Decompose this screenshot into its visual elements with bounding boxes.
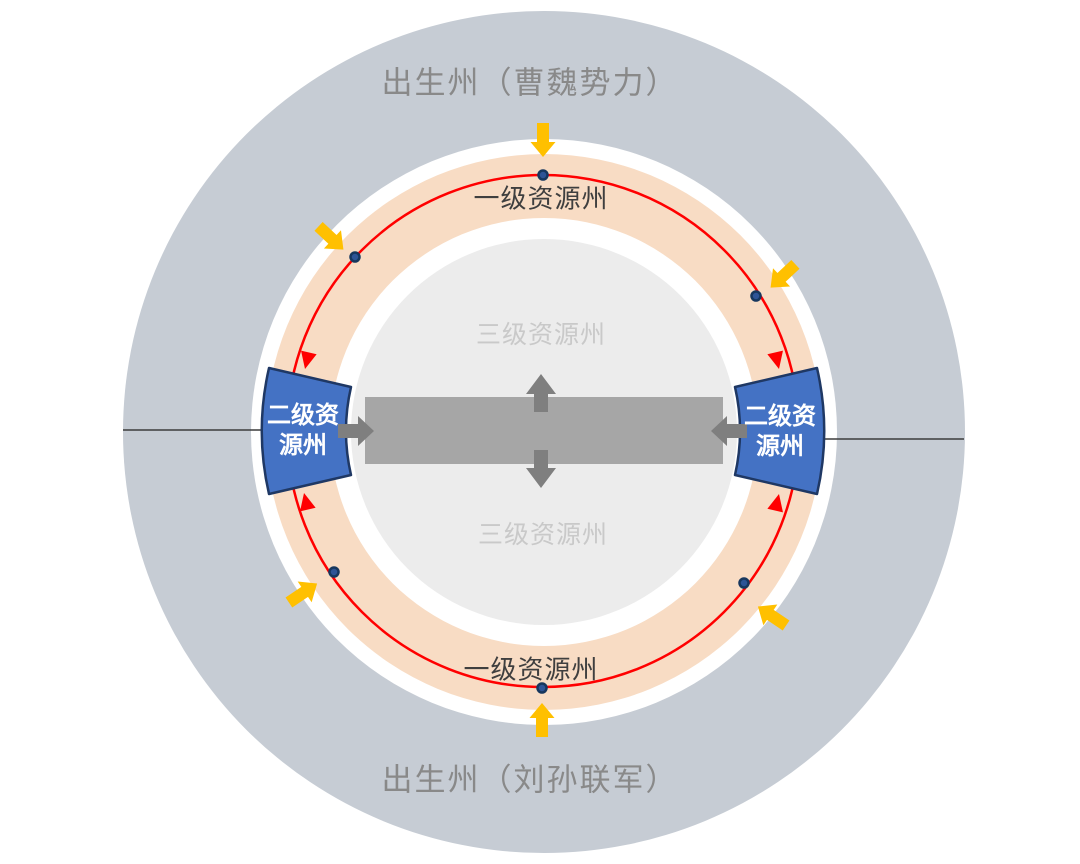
tier2-block-right (733, 366, 826, 496)
attack-arrows (285, 123, 800, 737)
attack-arrow-bottom (529, 703, 555, 737)
route-node-top (537, 169, 549, 181)
route-arrowhead-left-top (301, 350, 317, 369)
attack-arrow-lower-right (757, 604, 790, 631)
bar-arrow-down (526, 450, 556, 488)
route-node-lower-left (328, 566, 340, 578)
route-node-lower-right (738, 577, 750, 589)
bar-arrow-from-left (338, 416, 374, 446)
tier2-block-left (260, 366, 353, 496)
route-node-upper-right (750, 290, 762, 302)
attack-arrow-lower-left (285, 581, 318, 608)
bar-arrow-up (526, 374, 556, 412)
attack-arrow-upper-right (770, 260, 800, 288)
bar-arrow-from-right (711, 416, 747, 446)
route-node-bottom (536, 682, 548, 694)
route-nodes (328, 169, 762, 694)
route-node-upper-left (349, 251, 361, 263)
route-arrowheads (300, 350, 783, 513)
route-arrowhead-left-bottom (300, 493, 316, 512)
attack-arrow-upper-left (314, 222, 344, 250)
route-arrowhead-right-bottom (767, 494, 783, 513)
bar-arrows (338, 374, 747, 488)
route-arrowhead-right-top (767, 350, 783, 369)
attack-arrow-top (530, 123, 556, 157)
